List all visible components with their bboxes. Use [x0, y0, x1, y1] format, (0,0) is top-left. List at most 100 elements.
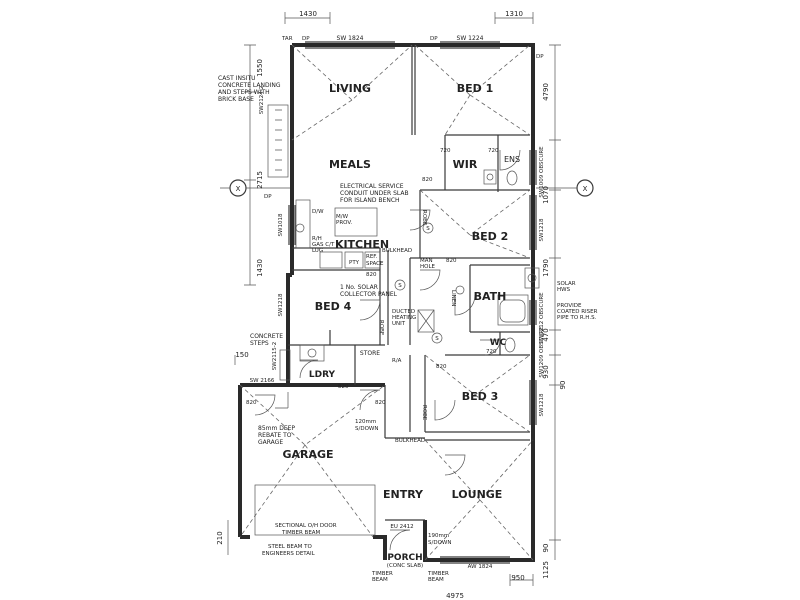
room-garage: GARAGE [282, 448, 333, 461]
note-robe-bed4: ROBE [378, 320, 384, 336]
dim-right-4790: 4790 [542, 83, 550, 101]
note-door-bed2: 820 [446, 258, 457, 264]
note-ref-1: REF. [366, 254, 378, 260]
room-wir: WIR [453, 158, 478, 171]
note-robe-bed3: ROBE [421, 405, 427, 421]
note-door-ens: 720 [488, 148, 499, 154]
room-bath: BATH [474, 290, 507, 303]
dim-bottom-950: 950 [511, 574, 524, 582]
grid-marker-left-label: X [236, 185, 241, 193]
dim-right-1125: 1125 [542, 561, 550, 579]
room-bed2: BED 2 [472, 230, 509, 243]
dim-top-right: 1310 [505, 10, 523, 18]
note-120-1: 120mm [355, 419, 376, 425]
dimension-labels: 1430 1310 1550 2715 1430 150 210 4790 10… [216, 10, 567, 600]
window-sw2166: SW 2166 [250, 378, 275, 384]
dim-right-90b: 90 [542, 544, 550, 553]
window-sw1209: SW1209 OBSCURE [539, 326, 545, 378]
dim-top-left: 1430 [299, 10, 317, 18]
room-living: LIVING [329, 82, 371, 95]
window-sw1218-bed3: SW1218 [539, 393, 545, 416]
room-bed4: BED 4 [315, 300, 352, 313]
note-ducted-2: HEATING [392, 315, 416, 321]
note-cast-insitu-3: AND STEPS WITH [218, 89, 270, 96]
note-concrete-steps-1: CONCRETE [250, 333, 283, 340]
note-ra: R/A [392, 358, 402, 364]
dim-left-210: 210 [216, 531, 224, 544]
note-door-wc: 720 [486, 349, 497, 355]
room-entry: ENTRY [383, 488, 424, 501]
note-electrical-1: ELECTRICAL SERVICE [340, 183, 404, 190]
svg-text:S: S [398, 283, 402, 289]
room-porch-sub: (CONC SLAB) [387, 563, 423, 569]
note-dp-right: DP [536, 54, 544, 60]
room-kitchen: KITCHEN [335, 238, 389, 251]
note-solar-hws-2: HWS [557, 287, 571, 293]
note-190-1: 190mm [428, 533, 449, 539]
window-eu2412: EU 2412 [390, 524, 413, 530]
dim-right-930: 930 [542, 365, 550, 378]
note-electrical-3: FOR ISLAND BENCH [340, 197, 400, 204]
note-120-2: S/DOWN [355, 426, 378, 432]
room-ens: ENS [504, 155, 520, 164]
room-lounge: LOUNGE [452, 488, 503, 501]
note-timber-l-2: BEAM [372, 577, 388, 583]
note-man-hole-2: HOLE [420, 264, 436, 270]
fixtures [254, 104, 540, 536]
note-cast-insitu-1: CAST INSITU [218, 75, 256, 82]
dim-right-1790: 1790 [542, 259, 550, 277]
dim-left-1550: 1550 [256, 59, 264, 77]
interior-walls [288, 45, 530, 521]
note-timber-l-1: TIMBER [371, 571, 393, 577]
room-store: STORE [360, 350, 380, 357]
note-cast-insitu-2: CONCRETE LANDING [218, 82, 281, 89]
dim-left-150: 150 [235, 351, 248, 359]
note-dp-top-mid: DP [430, 36, 438, 42]
room-porch: PORCH [387, 553, 422, 563]
dim-left-2715: 2715 [256, 171, 264, 189]
note-door-kitchen: 820 [366, 272, 377, 278]
note-door-bed1: 820 [422, 177, 433, 183]
note-rebate-2: REBATE TO [258, 432, 292, 439]
note-solar-panel-1: 1 No. SOLAR [340, 284, 378, 291]
window-aw1824: AW 1824 [468, 564, 493, 570]
note-rh-2: GAS C/T [312, 242, 335, 248]
note-rebate-1: 85mm DEEP [258, 425, 295, 432]
dim-right-470: 470 [542, 328, 550, 341]
note-bulkhead-entry: BULKHEAD [395, 438, 425, 444]
note-ducted-1: DUCTED [392, 309, 415, 315]
dimension-lines [227, 12, 561, 586]
room-bed3: BED 3 [462, 390, 499, 403]
note-riser-3: PIPE TO R.H.S. [557, 315, 597, 321]
note-bulkhead-kitchen: BULKHEAD [382, 248, 412, 254]
note-concrete-steps-2: STEPS [250, 340, 269, 347]
note-man-hole-1: MAN [420, 258, 433, 264]
room-wc: WC [490, 338, 507, 348]
note-ref-2: SPACE [366, 261, 384, 267]
svg-text:S: S [435, 336, 439, 342]
note-rh-3: LUG [312, 248, 323, 254]
note-tar: TAR [281, 36, 293, 42]
note-cast-insitu-4: BRICK BASE [218, 96, 254, 103]
room-lndry: LDRY [309, 370, 336, 380]
note-robe-bed2: ROBE [421, 210, 427, 226]
note-mw-1: M/W [336, 214, 349, 220]
window-sw1218-bed2: SW1218 [539, 218, 545, 241]
note-dp-top-left: DP [302, 36, 310, 42]
dim-left-1430: 1430 [256, 259, 264, 277]
note-rh-1: R/H [312, 236, 322, 242]
note-riser-2: COATED RISER [557, 309, 598, 315]
note-door-wir: 720 [440, 148, 451, 154]
window-sw1018: SW1018 [278, 213, 284, 236]
door-swings [254, 149, 521, 551]
window-sw1224: SW 1224 [457, 35, 484, 42]
note-door-bed3: 820 [436, 364, 447, 370]
window-sw1009: SW1009 OBSCURE [539, 146, 545, 198]
note-pty: PTY [349, 260, 360, 266]
room-bed1: BED 1 [457, 82, 494, 95]
dim-right-90a: 90 [559, 381, 567, 390]
dim-right-1070: 1070 [542, 186, 550, 204]
note-mw-2: PROV. [336, 220, 352, 226]
note-steel-1: STEEL BEAM TO [268, 544, 312, 550]
svg-text:S: S [426, 226, 430, 232]
